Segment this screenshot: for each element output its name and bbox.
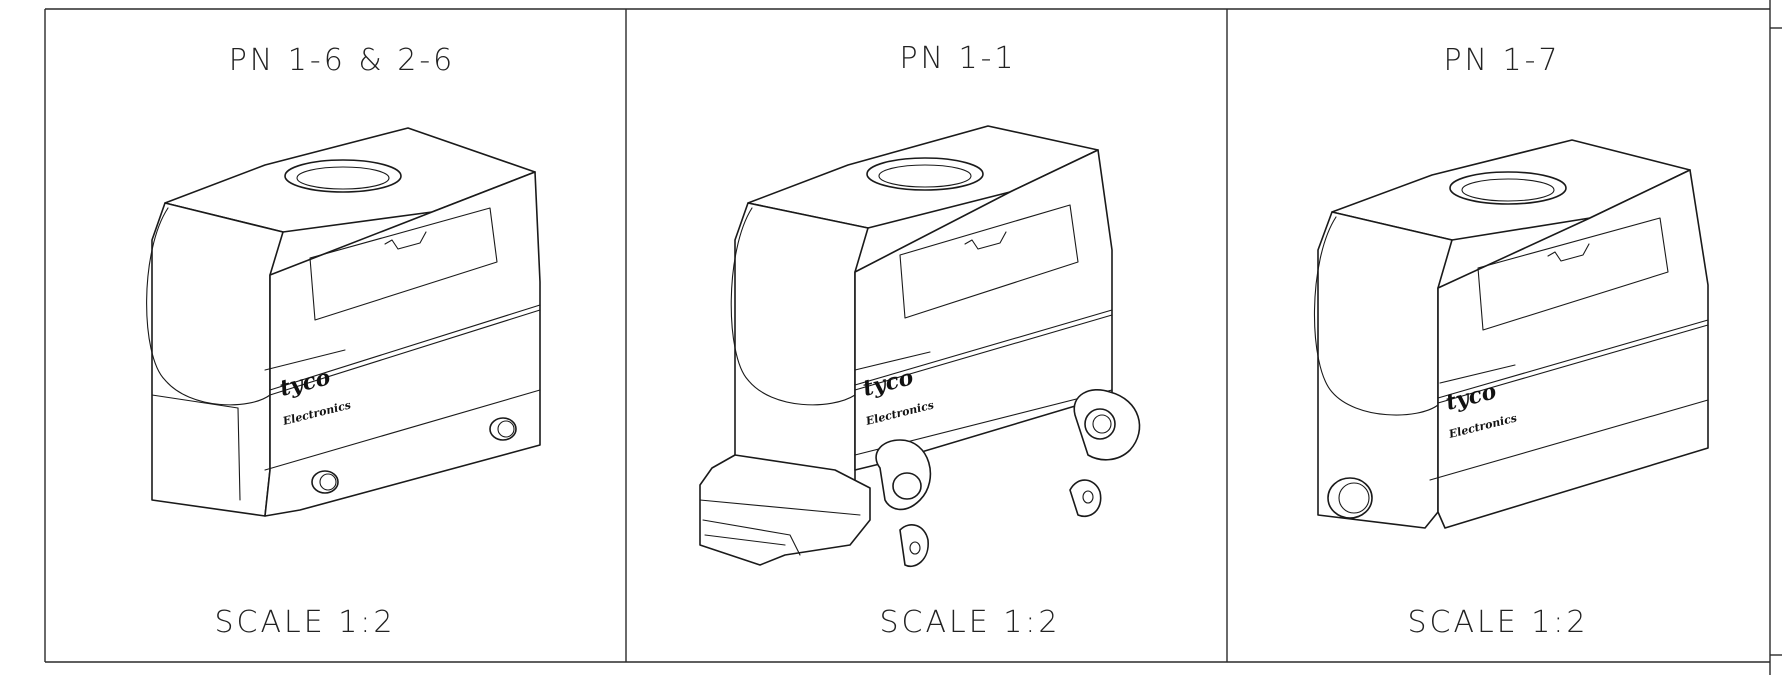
connector-hood-drawing: tyco Electronics xyxy=(146,127,541,517)
panel-pn-1-7: PN 1-7 tyco Electronic xyxy=(1313,43,1709,640)
connector-hood-drawing: tyco Electronics xyxy=(1313,139,1709,529)
panel-scale: SCALE 1:2 xyxy=(1408,605,1589,640)
panel-pn-1-1: PN 1-1 xyxy=(699,41,1141,640)
sheet-frame xyxy=(44,0,1782,675)
connector-hood-with-lever-drawing: tyco Electronics xyxy=(699,125,1141,567)
panel-scale: SCALE 1:2 xyxy=(215,605,396,640)
panel-title: PN 1-1 xyxy=(899,41,1016,76)
panel-pn-1-6-2-6: PN 1-6 & 2-6 xyxy=(146,43,541,640)
panel-title: PN 1-6 & 2-6 xyxy=(229,43,456,78)
panel-scale: SCALE 1:2 xyxy=(880,605,1061,640)
panel-title: PN 1-7 xyxy=(1443,43,1560,78)
